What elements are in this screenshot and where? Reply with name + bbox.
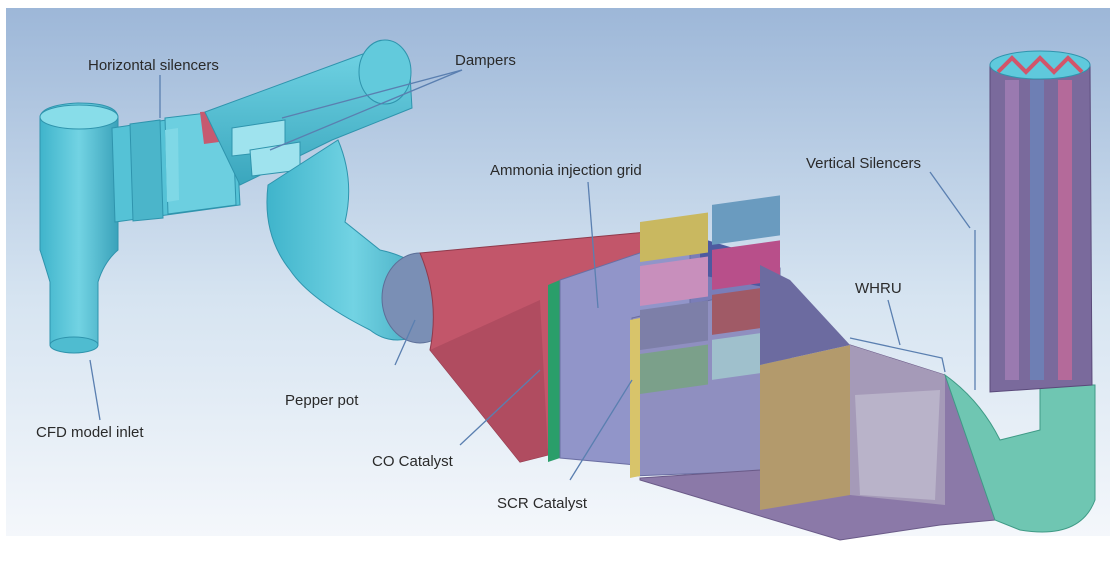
- whru-module: [639, 265, 1001, 541]
- leader-vertical-silencers: [929, 171, 971, 229]
- label-co-catalyst: CO Catalyst: [372, 453, 454, 470]
- leader-dampers-2: [269, 69, 463, 151]
- label-whru: WHRU: [855, 280, 902, 297]
- leader-lines: [89, 69, 976, 481]
- scr-catalyst: [631, 195, 791, 477]
- inlet-duct: [39, 102, 119, 354]
- leader-pepper-pot: [394, 319, 416, 366]
- leader-ammonia-grid: [587, 181, 599, 309]
- label-horizontal-silencers: Horizontal silencers: [88, 57, 219, 74]
- horizontal-duct: [204, 39, 413, 186]
- ammonia-injection-grid: [548, 280, 560, 462]
- vertical-silencer-stack: [989, 50, 1093, 393]
- leader-cfd-inlet: [89, 359, 101, 421]
- label-cfd-model-inlet: CFD model inlet: [36, 424, 144, 441]
- leader-dampers-1: [281, 69, 463, 119]
- label-scr-catalyst: SCR Catalyst: [497, 495, 588, 512]
- leader-co-catalyst: [459, 369, 541, 446]
- label-dampers: Dampers: [455, 52, 516, 69]
- label-vertical-silencers: Vertical Silencers: [806, 155, 921, 172]
- outlet-elbow: [944, 373, 1096, 533]
- label-pepper-pot: Pepper pot: [285, 392, 359, 409]
- label-ammonia-injection-grid: Ammonia injection grid: [490, 162, 642, 179]
- co-catalyst: [630, 318, 640, 478]
- leader-whru: [887, 299, 901, 346]
- leader-scr-catalyst: [569, 379, 633, 481]
- bracket-whru: [849, 337, 946, 373]
